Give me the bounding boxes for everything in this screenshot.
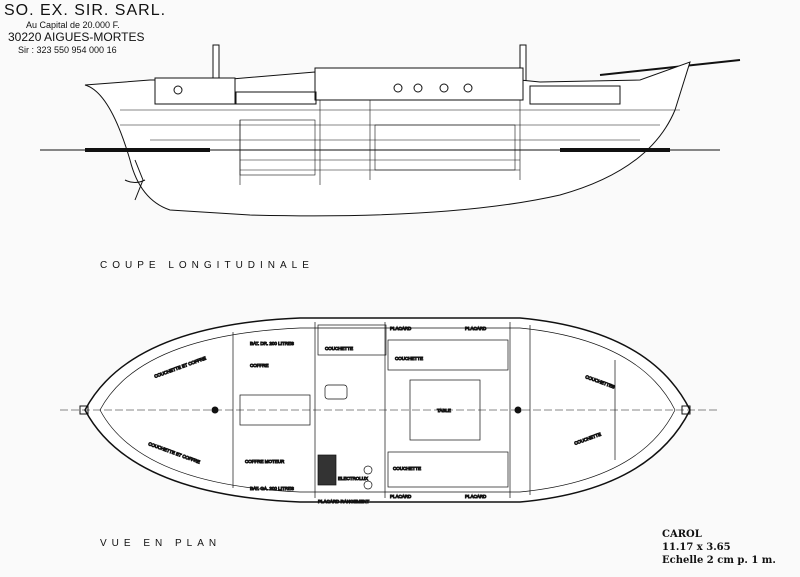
bulkheads	[232, 322, 616, 498]
label-cupboard-4: PLACARD	[465, 494, 487, 499]
propeller-rudder	[124, 159, 146, 201]
bow-fitting	[681, 405, 691, 415]
stern-fitting	[79, 405, 89, 415]
label-cupboard-1: PLACARD	[390, 326, 412, 331]
label-tank-top: BAT. DR. 200 LITRES	[250, 341, 294, 346]
plan-view: COUCHETTE ET COFFRE COUCHETTE ET COFFRE …	[60, 317, 720, 505]
deck-line	[99, 327, 676, 493]
label-locker-bottom: PLACARD RANGEMENT	[318, 499, 370, 504]
longitudinal-section	[40, 44, 741, 217]
label-fridge: ELECTROLUX	[338, 476, 368, 481]
main-mast-step	[514, 406, 522, 414]
drawing-caption: CAROL 11.17 x 3.65 Echelle 2 cm p. 1 m.	[662, 528, 776, 567]
bowsprit	[599, 59, 741, 76]
label-berth-2: COUCHETTE	[395, 356, 423, 361]
label-berth-1: COUCHETTE	[325, 346, 353, 351]
interior-planking	[120, 100, 680, 185]
mizzen-mast-step	[211, 406, 219, 414]
boat-name: CAROL	[662, 529, 702, 540]
saloon-table	[409, 379, 481, 441]
company-header: SO. EX. SIR. SARL. Au Capital de 20.000 …	[4, 2, 166, 55]
portholes	[173, 83, 473, 95]
label-cupboard-2: PLACARD	[465, 326, 487, 331]
label-berth-3: COUCHETTE	[393, 466, 421, 471]
label-table: TABLE	[437, 408, 451, 413]
label-cupboard-3: PLACARD	[390, 494, 412, 499]
boat-dimensions: 11.17 x 3.65	[662, 542, 731, 553]
sink	[324, 384, 348, 400]
cockpit	[235, 91, 317, 105]
aft-cabin-house	[154, 77, 236, 105]
company-address: 30220 AIGUES-MORTES	[8, 29, 145, 44]
label-chest-top: COFFRE	[250, 363, 269, 368]
stove	[317, 454, 337, 486]
section-title: COUPE LONGITUDINALE	[100, 260, 314, 271]
fwd-cabin-house	[529, 85, 621, 105]
company-siret: Sir : 323 550 954 000 16	[18, 44, 117, 55]
plan-title: VUE EN PLAN	[100, 538, 222, 549]
company-capital: Au Capital de 20.000 F.	[26, 20, 120, 31]
label-tank-bottom: BAT. GA. 200 LITRES	[250, 486, 294, 491]
drawing-scale: Echelle 2 cm p. 1 m.	[662, 555, 776, 566]
label-chest-bottom: COFFRE MOTEUR	[245, 459, 285, 464]
company-name: SO. EX. SIR. SARL.	[4, 2, 167, 19]
